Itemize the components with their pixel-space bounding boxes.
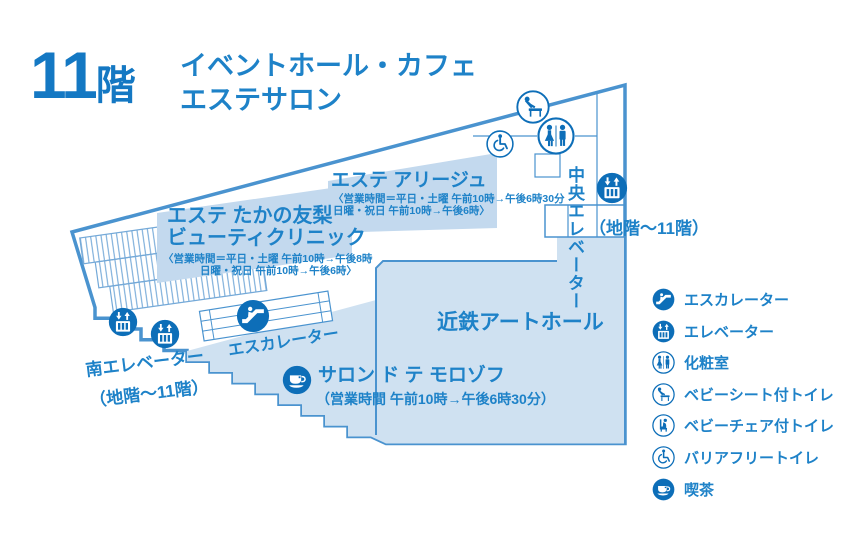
escalator-icon (236, 299, 270, 333)
tenant-takano: エステ たかの友梨 ビューティクリニック (167, 205, 366, 249)
legend-item-elevator: エレベーター (652, 320, 834, 343)
legend-label: エレベーター (684, 323, 775, 341)
south-elevator-icon-1 (108, 307, 138, 337)
central-elevator-range: （地階～11階） (589, 219, 709, 238)
restroom-icon (652, 351, 675, 374)
central-elevator-icon (596, 172, 628, 204)
takano-hours-line1: 〈営業時間＝平日・土曜 午前10時→午後8時 (163, 253, 373, 265)
baby-chair-toilet-icon (652, 414, 675, 437)
ariage-band (328, 153, 497, 233)
barrier-free-toilet-icon (486, 130, 514, 158)
art-hall-name: 近鉄アートホール (437, 311, 604, 334)
takano-hours-line2: 日曜・祝日 午前10時→午後6時〉 (200, 265, 357, 277)
legend-label: エスカレーター (684, 292, 790, 309)
legend-label: ベビーチェア付トイレ (684, 418, 835, 436)
legend-label: 喫茶 (684, 481, 715, 499)
legend-item-restroom: 化粧室 (652, 351, 834, 374)
restroom-icon (537, 117, 575, 155)
floor-description-line2: エステサロン (180, 84, 342, 115)
cafe-icon (652, 478, 675, 501)
central-elevator-label: 中央エレベーター (565, 166, 584, 310)
escalator-icon (652, 288, 675, 311)
baby-sheet-toilet-icon (516, 90, 550, 124)
floor-description: イベントホール・カフェ エステサロン (180, 50, 477, 118)
legend-label: バリアフリートイレ (684, 449, 820, 467)
legend-item-baby-sheet-toilet: ベビーシート付トイレ (652, 383, 834, 406)
barrier-free-toilet-icon (652, 446, 675, 469)
elevator-icon (652, 320, 675, 343)
takano-name-line1: エステ たかの友梨 (167, 205, 333, 227)
legend-label: ベビーシート付トイレ (684, 386, 834, 404)
art-hall-border (375, 260, 557, 435)
ariage-hours-line1: 〈営業時間＝平日・土曜 午前10時→午後6時30分 (333, 193, 565, 205)
morozoff-hours: （営業時間 午前10時→午後6時30分） (316, 391, 555, 407)
legend-item-escalator: エスカレーター (652, 288, 834, 311)
floor-number: 11 (30, 38, 98, 112)
ariage-name: エステ アリージュ (331, 170, 487, 191)
morozoff-name: サロン ド テ モロゾフ (318, 365, 505, 386)
central-elevator-shaft (544, 204, 625, 238)
legend-label: 化粧室 (684, 355, 730, 373)
ariage-hours-line2: 日曜・祝日 午前10時→午後6時〉 (333, 205, 490, 217)
baby-sheet-toilet-icon (652, 383, 675, 406)
legend: エスカレーター エレベーター 化粧室 ベビーシート付トイレ ベビーチェア付トイレ… (652, 288, 834, 501)
takano-band (157, 185, 352, 283)
floor-unit: 階 (95, 64, 136, 108)
floor-description-line1: イベントホール・カフェ (180, 51, 477, 81)
legend-item-baby-chair-toilet: ベビーチェア付トイレ (652, 414, 834, 437)
page-title: 11 階 (30, 42, 136, 108)
takano-name-line2: ビューティクリニック (167, 227, 366, 249)
cafe-icon (282, 365, 312, 395)
legend-item-barrier-free-toilet: バリアフリートイレ (652, 446, 834, 469)
legend-item-cafe: 喫茶 (652, 478, 834, 501)
